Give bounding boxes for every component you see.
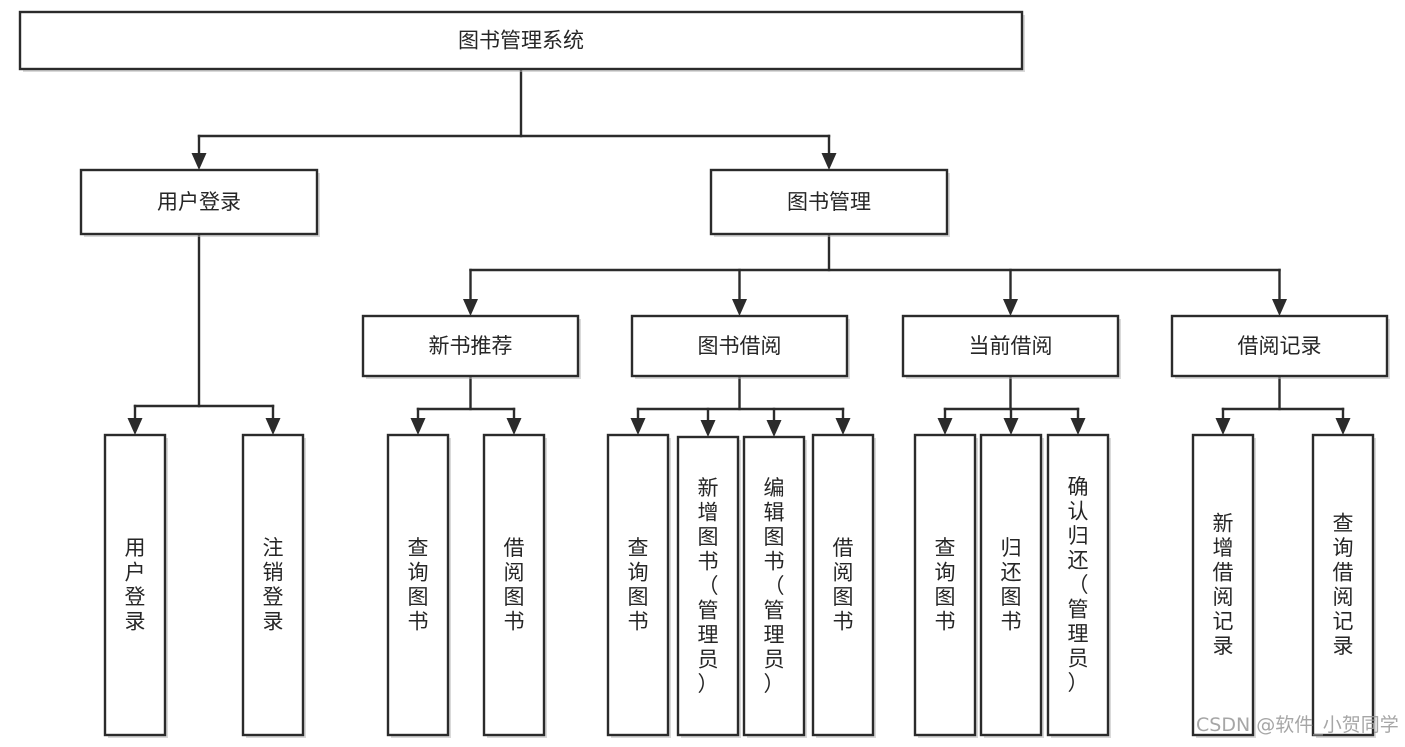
node-rect[interactable] xyxy=(1311,433,1375,737)
node-rect[interactable] xyxy=(630,314,849,378)
node-label: 新增借阅记录 xyxy=(1213,512,1234,659)
node-label: 查询图书 xyxy=(935,536,956,634)
node-book-borrow[interactable]: 图书借阅 xyxy=(630,314,850,379)
connector-book-borrow-to-leaves xyxy=(630,374,851,437)
watermark-text: CSDN @软件_小贺同学 xyxy=(1196,714,1399,736)
arrow-head-icon xyxy=(821,153,837,170)
node-label: 借阅图书 xyxy=(504,536,525,634)
node-rect[interactable] xyxy=(676,435,740,737)
connector-bookmanage-to-level3 xyxy=(463,232,1287,316)
node-rect[interactable] xyxy=(386,433,450,737)
node-rect[interactable] xyxy=(103,433,167,737)
node-leaf-edit-book[interactable]: 编辑图书（管理员） xyxy=(742,435,807,738)
node-rect[interactable] xyxy=(606,433,670,737)
arrow-head-icon xyxy=(127,418,143,435)
node-rect[interactable] xyxy=(742,435,806,737)
connector-user-login-to-leaves xyxy=(127,232,281,435)
arrow-head-icon xyxy=(732,299,747,316)
node-rect[interactable] xyxy=(361,314,580,378)
node-leaf-confirm-return[interactable]: 确认归还（管理员） xyxy=(1046,433,1111,738)
node-new-book-rec[interactable]: 新书推荐 xyxy=(361,314,581,379)
node-rect[interactable] xyxy=(913,433,977,737)
node-label: 编辑图书（管理员） xyxy=(764,476,785,696)
connector-root-to-level2 xyxy=(191,67,837,170)
node-label: 借阅图书 xyxy=(833,536,854,634)
arrow-head-icon xyxy=(1070,418,1086,435)
node-label: 查询图书 xyxy=(408,536,429,634)
node-label: 用户登录 xyxy=(157,190,241,214)
arrow-head-icon xyxy=(766,420,782,437)
arrow-head-icon xyxy=(191,153,207,170)
arrow-head-icon xyxy=(1215,418,1231,435)
node-leaf-user-logout[interactable]: 注销登录 xyxy=(241,433,306,738)
arrow-head-icon xyxy=(937,418,953,435)
node-label: 图书借阅 xyxy=(698,334,782,358)
node-book-manage[interactable]: 图书管理 xyxy=(709,168,950,237)
node-rect[interactable] xyxy=(18,10,1024,71)
node-leaf-query-book-1[interactable]: 查询图书 xyxy=(386,433,451,738)
arrow-head-icon xyxy=(1335,418,1351,435)
node-rect[interactable] xyxy=(1170,314,1389,378)
node-rect[interactable] xyxy=(482,433,546,737)
node-user-login[interactable]: 用户登录 xyxy=(79,168,320,237)
connector-borrow-record-to-leaves xyxy=(1215,374,1351,435)
connector-new-book-rec-to-leaves xyxy=(410,374,522,435)
node-rect[interactable] xyxy=(811,433,875,737)
node-leaf-user-login[interactable]: 用户登录 xyxy=(103,433,168,738)
node-label: 图书管理系统 xyxy=(458,29,584,53)
arrow-head-icon xyxy=(700,420,716,437)
node-label: 注销登录 xyxy=(263,536,284,634)
arrow-head-icon xyxy=(1003,299,1018,316)
arrow-head-icon xyxy=(835,418,851,435)
node-label: 图书管理 xyxy=(787,190,871,214)
node-rect[interactable] xyxy=(1191,433,1255,737)
arrow-head-icon xyxy=(410,418,426,435)
node-label: 新书推荐 xyxy=(429,334,513,358)
node-leaf-borrow-book-1[interactable]: 借阅图书 xyxy=(482,433,547,738)
node-label: 新增图书（管理员） xyxy=(698,476,719,696)
node-rect[interactable] xyxy=(241,433,305,737)
arrow-head-icon xyxy=(1272,299,1287,316)
node-label: 确认归还（管理员） xyxy=(1068,475,1089,695)
arrow-head-icon xyxy=(265,418,281,435)
connector-layer xyxy=(127,67,1351,437)
arrow-head-icon xyxy=(630,418,646,435)
node-root-root[interactable]: 图书管理系统 xyxy=(18,10,1025,72)
node-rect[interactable] xyxy=(1046,433,1110,737)
node-label: 当前借阅 xyxy=(969,334,1053,358)
node-label: 查询图书 xyxy=(628,536,649,634)
node-leaf-query-book-3[interactable]: 查询图书 xyxy=(913,433,978,738)
node-leaf-add-book[interactable]: 新增图书（管理员） xyxy=(676,435,741,738)
node-rect[interactable] xyxy=(979,433,1043,737)
connector-current-borrow-to-leaves xyxy=(937,374,1086,435)
node-leaf-borrow-book-2[interactable]: 借阅图书 xyxy=(811,433,876,738)
node-label: 用户登录 xyxy=(125,536,146,634)
node-rect[interactable] xyxy=(79,168,319,236)
node-label: 借阅记录 xyxy=(1238,334,1322,358)
arrow-head-icon xyxy=(506,418,522,435)
arrow-head-icon xyxy=(1003,418,1019,435)
node-label: 归还图书 xyxy=(1001,536,1022,634)
node-leaf-query-record[interactable]: 查询借阅记录 xyxy=(1311,433,1376,738)
node-borrow-record[interactable]: 借阅记录 xyxy=(1170,314,1390,379)
arrow-head-icon xyxy=(463,299,478,316)
node-leaf-query-book-2[interactable]: 查询图书 xyxy=(606,433,671,738)
node-current-borrow[interactable]: 当前借阅 xyxy=(901,314,1121,379)
node-leaf-return-book[interactable]: 归还图书 xyxy=(979,433,1044,738)
node-layer: 图书管理系统用户登录图书管理新书推荐图书借阅当前借阅借阅记录用户登录注销登录查询… xyxy=(18,10,1390,738)
node-label: 查询借阅记录 xyxy=(1333,512,1354,659)
node-rect[interactable] xyxy=(709,168,949,236)
node-leaf-add-record[interactable]: 新增借阅记录 xyxy=(1191,433,1256,738)
node-rect[interactable] xyxy=(901,314,1120,378)
